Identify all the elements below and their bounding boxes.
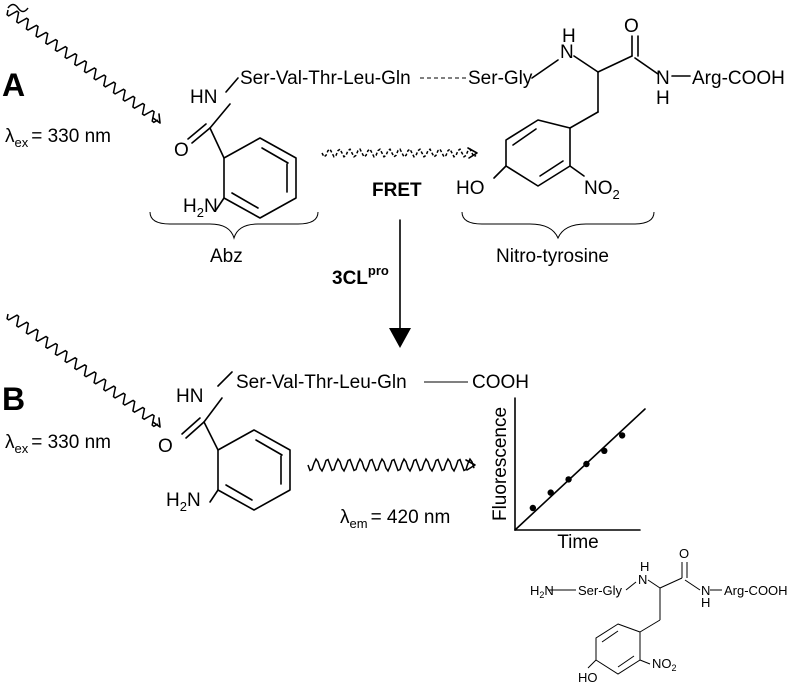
c-terminus-b: COOH bbox=[472, 372, 529, 393]
alpha-nh-h-a: H bbox=[562, 26, 576, 47]
chart-point bbox=[547, 489, 554, 496]
fret-arrowhead bbox=[467, 147, 478, 159]
amide-nh-b: HN bbox=[176, 386, 203, 407]
c-terminus-a: Arg-COOH bbox=[692, 68, 785, 89]
fragment-no2: NO2 bbox=[652, 656, 677, 673]
fret-wave bbox=[321, 148, 477, 158]
peptide-b: Ser-Val-Thr-Leu-Gln bbox=[236, 372, 407, 393]
cleavage-arrowhead bbox=[389, 328, 411, 348]
fragment-ho: HO bbox=[578, 670, 598, 685]
excitation-wave-b bbox=[6, 313, 159, 428]
fluorescence-chart: Time Fluorescence bbox=[490, 397, 646, 553]
fragment-amide-h: H bbox=[701, 595, 710, 610]
nitrotyrosine-label: Nitro-tyrosine bbox=[496, 246, 609, 267]
alpha-nh-n-a: N bbox=[560, 42, 574, 63]
excitation-arrowhead-b bbox=[152, 417, 161, 428]
abz-ring-a bbox=[187, 77, 297, 219]
abz-label: Abz bbox=[210, 246, 243, 267]
excitation-arrowhead-a bbox=[152, 113, 161, 124]
fret-label: FRET bbox=[372, 180, 422, 201]
amine-h2n-b: H2N bbox=[166, 490, 201, 514]
peptide-right-a: Ser-Gly bbox=[468, 68, 533, 89]
excitation-label-a: λex= 330 nm bbox=[5, 126, 111, 150]
nitrotyrosine-brace bbox=[461, 211, 655, 240]
amide-h-a: H bbox=[656, 88, 670, 109]
fragment-nh-n: N bbox=[638, 572, 647, 587]
fragment-amide-n: N bbox=[701, 583, 710, 598]
fragment-o: O bbox=[679, 546, 689, 561]
chart-point bbox=[601, 447, 608, 454]
amide-n-a: N bbox=[656, 68, 670, 89]
emission-arrowhead bbox=[465, 459, 476, 471]
chart-point bbox=[583, 460, 590, 468]
carbonyl-o-a: O bbox=[174, 140, 189, 161]
amine-h2n-a: H2N bbox=[183, 196, 218, 220]
chart-trend-line bbox=[514, 408, 646, 531]
emission-label: λem= 420 nm bbox=[340, 507, 450, 531]
abz-ring-b bbox=[181, 371, 291, 511]
chart-point bbox=[565, 476, 572, 483]
chart-ylabel: Fluorescence bbox=[490, 407, 511, 521]
excitation-label-b: λex= 330 nm bbox=[5, 432, 111, 456]
nitrotyrosine-residue-a bbox=[493, 35, 691, 187]
panel-a-label: A bbox=[2, 67, 25, 103]
panel-b-label: B bbox=[2, 381, 25, 417]
hydroxyl-a: HO bbox=[456, 178, 485, 199]
fragment-h2n: H2N bbox=[530, 583, 554, 600]
nitro-group-a: NO2 bbox=[584, 178, 620, 202]
excitation-wave-a-squiggle bbox=[6, 9, 161, 124]
chart-xlabel: Time bbox=[557, 532, 599, 553]
excitation-wave-a bbox=[7, 3, 29, 13]
emission-wave bbox=[307, 457, 475, 473]
enzyme-label: 3CLpro bbox=[332, 263, 389, 289]
chart-point bbox=[529, 504, 537, 512]
chart-point bbox=[618, 432, 626, 439]
peptide-left-a: Ser-Val-Thr-Leu-Gln bbox=[240, 68, 411, 89]
fragment-nh-h: H bbox=[640, 559, 649, 574]
abz-brace bbox=[149, 211, 319, 240]
carbonyl-o-nitro-a: O bbox=[624, 16, 639, 37]
fragment-ser-gly: Ser-Gly bbox=[578, 583, 623, 598]
amide-nh-a: HN bbox=[190, 87, 217, 108]
product-fragment bbox=[548, 562, 722, 675]
fragment-arg: Arg-COOH bbox=[724, 583, 788, 598]
carbonyl-o-b: O bbox=[158, 436, 173, 457]
